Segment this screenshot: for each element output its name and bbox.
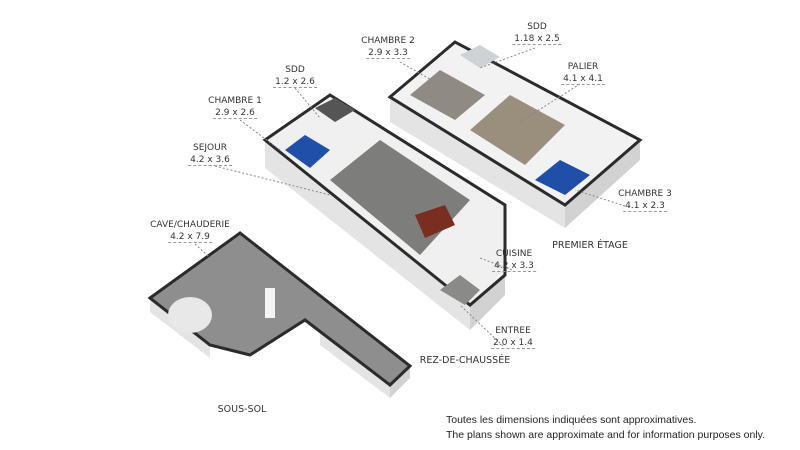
room-label-sejour: SEJOUR 4.2 x 3.6: [188, 142, 232, 166]
room-name: CHAMBRE 2: [361, 36, 415, 46]
room-name: SDD: [527, 22, 547, 32]
room-dimensions: 1.2 x 2.6: [273, 77, 317, 88]
room-name: CAVE/CHAUDERIE: [150, 220, 230, 230]
room-label-cuisine: CUISINE 4.2 x 3.3: [492, 248, 536, 272]
room-label-chambre3: CHAMBRE 3 4.1 x 2.3: [618, 188, 672, 212]
chambre2-floor: [410, 70, 485, 120]
room-name: CUISINE: [495, 249, 533, 259]
room-label-palier: PALIER 4.1 x 4.1: [561, 61, 605, 85]
room-dimensions: 4.2 x 3.6: [188, 155, 232, 166]
disclaimer-en: The plans shown are approximate and for …: [446, 429, 766, 441]
disclaimer: Toutes les dimensions indiquées sont app…: [446, 413, 765, 443]
room-dimensions: 1.18 x 2.5: [512, 34, 562, 45]
sdd-ground-floor: [315, 98, 355, 122]
room-label-chambre1: CHAMBRE 1 2.9 x 2.6: [208, 95, 262, 119]
room-dimensions: 4.2 x 7.9: [168, 232, 212, 243]
palier-floor: [470, 95, 565, 165]
room-label-cave: CAVE/CHAUDERIE 4.2 x 7.9: [150, 219, 230, 243]
level-label-rez-de-chaussee: REZ-DE-CHAUSSÉE: [419, 355, 511, 366]
room-name: SEJOUR: [193, 143, 227, 153]
rez-de-chaussee-plan: [262, 93, 507, 330]
room-dimensions: 2.9 x 2.6: [213, 108, 257, 119]
room-label-sdd-upper: SDD 1.18 x 2.5: [512, 21, 562, 45]
room-dimensions: 4.1 x 4.1: [561, 74, 605, 85]
dining-table: [415, 205, 455, 238]
premier-etage-plan: [387, 40, 643, 228]
chambre1-floor: [285, 135, 330, 168]
sdd-upper-floor: [460, 45, 500, 68]
room-name: PALIER: [567, 62, 599, 72]
room-dimensions: 2.0 x 1.4: [491, 338, 535, 349]
room-dimensions: 4.2 x 3.3: [492, 261, 536, 272]
room-name: SDD: [285, 65, 305, 75]
room-name: ENTREE: [495, 326, 531, 336]
sous-sol-plan: [147, 231, 413, 398]
chambre3-floor: [535, 160, 590, 195]
room-name: CHAMBRE 3: [618, 189, 672, 199]
room-name: CHAMBRE 1: [208, 96, 262, 106]
level-label-sous-sol: SOUS-SOL: [217, 404, 267, 415]
room-label-entree: ENTREE 2.0 x 1.4: [491, 325, 535, 349]
room-dimensions: 2.9 x 3.3: [366, 48, 410, 59]
room-label-sdd-ground: SDD 1.2 x 2.6: [273, 64, 317, 88]
room-label-chambre2: CHAMBRE 2 2.9 x 3.3: [361, 35, 415, 59]
level-label-premier-etage: PREMIER ÉTAGE: [552, 240, 628, 251]
disclaimer-fr: Toutes les dimensions indiquées sont app…: [446, 414, 697, 426]
entree-floor: [440, 275, 480, 305]
boiler-area: [168, 297, 212, 333]
room-dimensions: 4.1 x 2.3: [623, 201, 667, 212]
